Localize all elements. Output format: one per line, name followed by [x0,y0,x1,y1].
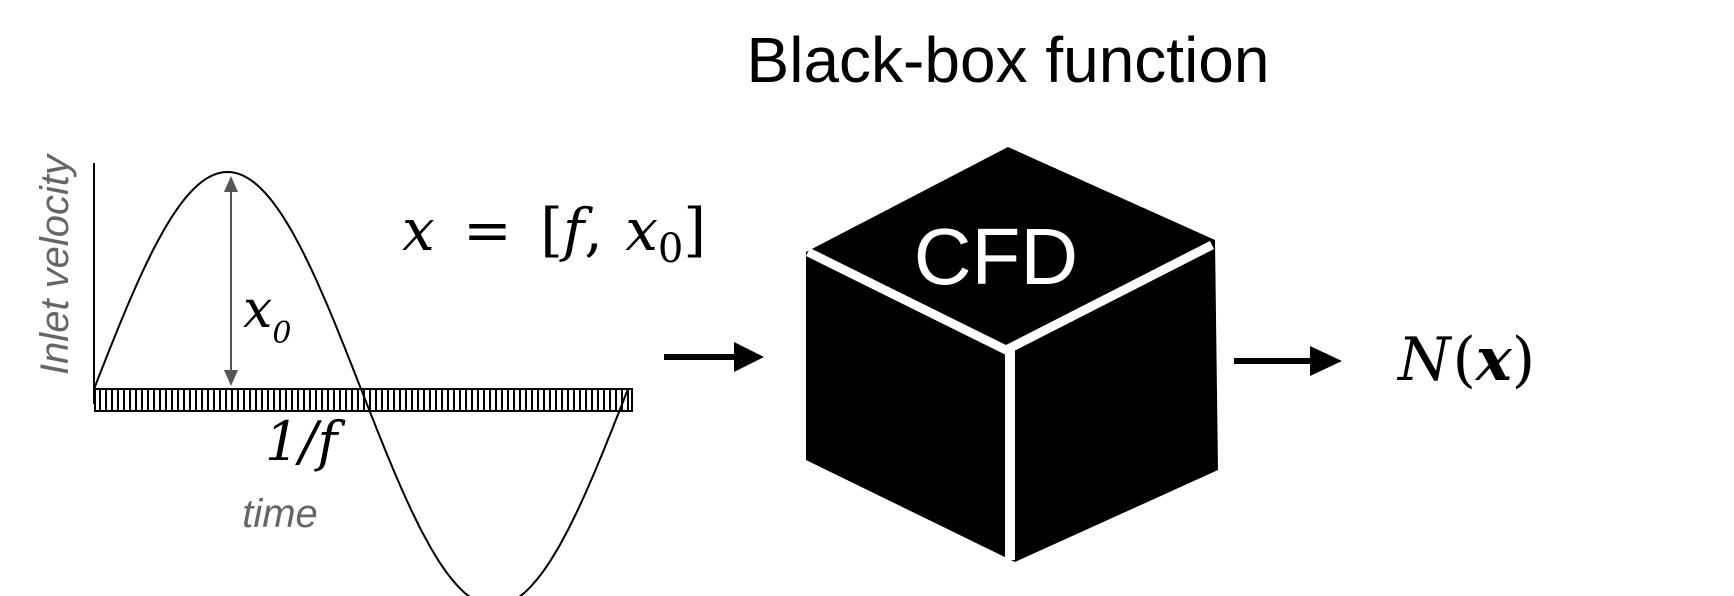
input-arrow [664,342,764,372]
x-axis-label: time [242,492,318,536]
y-axis-label: Inlet velocity [33,152,77,375]
amplitude-arrow [224,176,238,386]
time-axis-hatching [99,390,629,410]
diagram-title: Black-box function [747,24,1270,96]
inlet-velocity-plot: x0 1/f Inlet velocity time [33,152,633,596]
cfd-cube: CFD [806,147,1218,562]
sine-wave [93,170,629,596]
cfd-label: CFD [914,212,1078,301]
amplitude-label: x0 [243,280,291,351]
output-formula: N(x) [1396,325,1535,395]
output-arrow [1234,346,1342,376]
input-vector-formula: x = [f, x0] [402,196,706,272]
period-label: 1/f [265,410,346,473]
